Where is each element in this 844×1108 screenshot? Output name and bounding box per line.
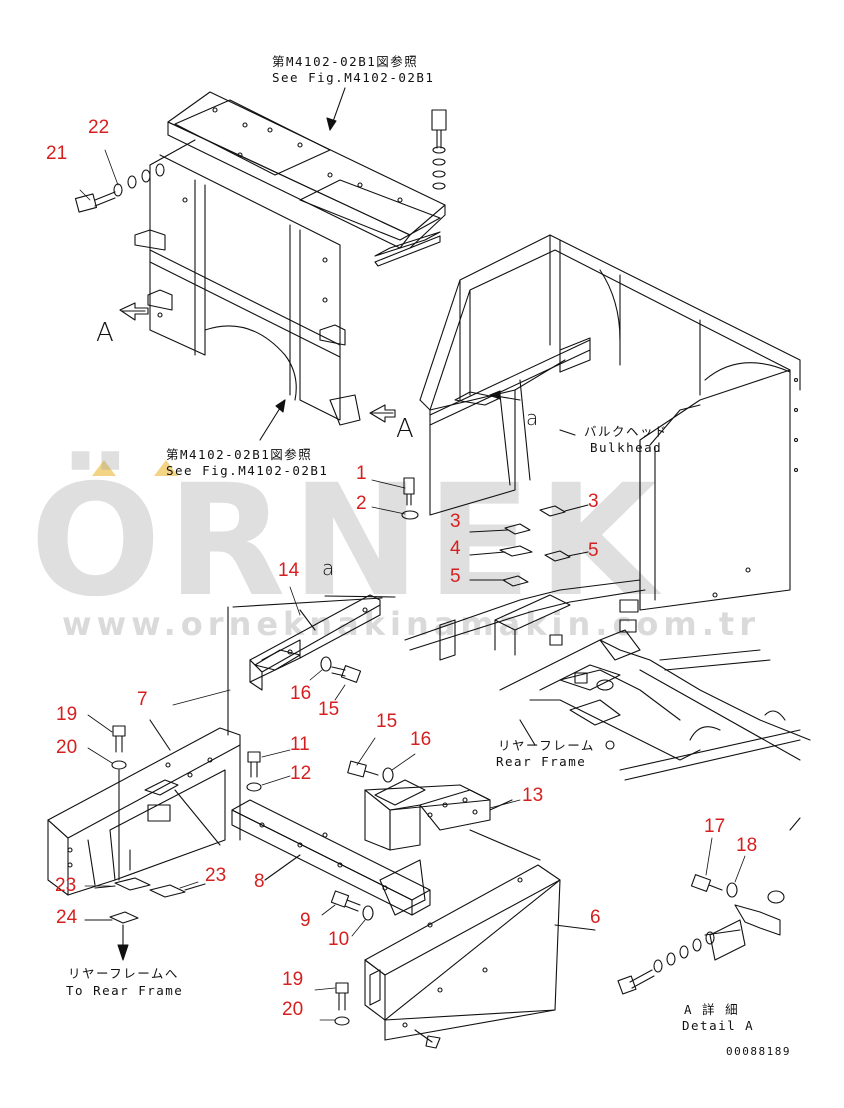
to-rear-frame-en: To Rear Frame <box>66 983 184 998</box>
callout-13: 13 <box>522 785 544 806</box>
shim-24-arrow <box>84 911 139 961</box>
view-a-label-left: A <box>96 318 114 348</box>
callout-17: 17 <box>704 816 726 837</box>
see-fig-top-en: See Fig.M4102-02B1 <box>272 70 435 85</box>
callout-20-left: 20 <box>56 737 78 758</box>
cover-bolt-stack <box>431 109 447 190</box>
callout-23-right: 23 <box>205 865 227 886</box>
to-rear-frame-jp: リヤーフレームへ <box>68 966 179 981</box>
bolt-9 <box>330 890 374 921</box>
rear-frame-label-jp: リヤーフレーム <box>498 738 595 753</box>
callout-15-mid: 15 <box>376 711 398 732</box>
bolt-15-upper <box>320 656 362 683</box>
bulkhead <box>419 234 801 611</box>
callout-21: 21 <box>46 143 68 164</box>
watermark-umlaut-dots <box>92 460 178 476</box>
callout-23-left: 23 <box>55 875 77 896</box>
drawing-id: 00088189 <box>726 1045 791 1058</box>
bracket-13 <box>364 779 513 851</box>
rear-frame <box>404 579 811 781</box>
callout-20-lower: 20 <box>282 999 304 1020</box>
rear-frame-label-en: Rear Frame <box>496 754 587 769</box>
callout-16-upper: 16 <box>290 683 312 704</box>
bulkhead-label-jp: バルクヘッド <box>584 424 669 439</box>
callout-16-mid: 16 <box>410 729 432 750</box>
view-arrow-right <box>369 404 396 423</box>
callout-8: 8 <box>254 871 265 892</box>
callout-19-lower: 19 <box>282 969 304 990</box>
channel-7 <box>47 606 241 896</box>
callout-7: 7 <box>137 689 148 710</box>
callout-9: 9 <box>300 910 311 931</box>
callout-5-left: 5 <box>450 566 461 587</box>
callout-15-upper: 15 <box>318 699 340 720</box>
callout-2: 2 <box>356 493 367 514</box>
section-a-upper: a <box>526 406 539 430</box>
left-housing-frame <box>134 139 361 426</box>
detail-a <box>617 817 801 995</box>
watermark-brand: ÖRNEK <box>30 452 663 631</box>
see-fig-mid-jp: 第M4102-02B1図参照 <box>166 447 313 462</box>
callout-18: 18 <box>736 835 758 856</box>
callout-11: 11 <box>290 734 310 755</box>
view-a-label-right: A <box>396 414 414 444</box>
callout-3-left: 3 <box>450 511 461 532</box>
section-a-lower: a <box>322 556 335 580</box>
callout-3-right: 3 <box>588 491 599 512</box>
see-fig-mid-en: See Fig.M4102-02B1 <box>166 463 329 478</box>
bolt-19-lower <box>334 982 350 1026</box>
bulkhead-label-en: Bulkhead <box>590 440 663 455</box>
see-fig-top-jp: 第M4102-02B1図参照 <box>272 54 419 69</box>
callout-12: 12 <box>290 763 312 784</box>
callout-19-left: 19 <box>56 704 78 725</box>
bolt-19-left <box>111 725 127 881</box>
callout-4: 4 <box>450 538 461 559</box>
plate-14 <box>232 594 396 691</box>
callout-leaders <box>79 149 746 1021</box>
callout-5-right: 5 <box>588 540 599 561</box>
detail-a-en: Detail A <box>682 1018 755 1033</box>
callout-22: 22 <box>88 117 110 138</box>
callout-6: 6 <box>590 907 601 928</box>
bolt-11 <box>246 751 262 792</box>
mount-shims <box>401 477 589 587</box>
callout-24: 24 <box>56 907 78 928</box>
guard-6 <box>364 829 596 1049</box>
top-cover-plate <box>167 91 446 267</box>
view-arrow-left <box>119 302 149 321</box>
bolt-15-mid <box>347 760 394 783</box>
callout-10: 10 <box>328 929 350 950</box>
callout-14: 14 <box>278 560 300 581</box>
beam-8 <box>231 799 431 916</box>
callout-1: 1 <box>356 463 367 484</box>
bolt-21-assembly <box>74 163 165 213</box>
shims-23 <box>94 877 206 898</box>
watermark-url: www.orneknakinamakin.com.tr <box>62 605 760 643</box>
detail-a-jp: A 詳 細 <box>684 1002 740 1017</box>
